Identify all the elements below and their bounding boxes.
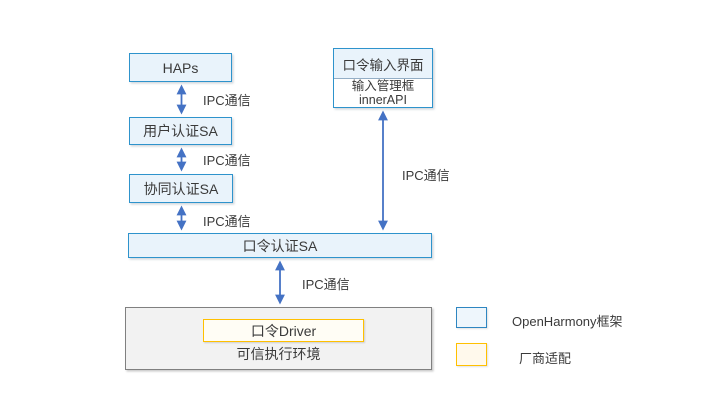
node-pin-auth-sa-label: 口令认证SA bbox=[242, 237, 318, 254]
node-tee-label: 可信执行环境 bbox=[236, 346, 321, 362]
ipc-label-haps-userauth: IPC通信 bbox=[203, 93, 251, 108]
node-pin-input-ui-label: 口令输入界面 bbox=[342, 57, 424, 73]
node-tee: 口令Driver 可信执行环境 bbox=[125, 307, 432, 370]
node-user-auth-sa-label: 用户认证SA bbox=[143, 123, 218, 139]
legend-label-openharmony: OpenHarmony框架 bbox=[512, 314, 623, 329]
legend-label-vendor: 厂商适配 bbox=[519, 351, 572, 366]
node-co-auth-sa: 协同认证SA bbox=[129, 174, 233, 203]
ipc-label-inputmgr-pinauth: IPC通信 bbox=[402, 168, 450, 183]
ipc-label-userauth-coauth: IPC通信 bbox=[203, 153, 251, 168]
node-input-manager-line2: innerAPI bbox=[359, 93, 407, 107]
node-co-auth-sa-label: 协同认证SA bbox=[143, 180, 219, 197]
legend-swatch-openharmony bbox=[456, 307, 487, 328]
legend-swatch-vendor bbox=[456, 343, 487, 366]
node-haps-label: HAPs bbox=[162, 59, 199, 76]
node-pin-driver-label: 口令Driver bbox=[250, 322, 317, 339]
node-input-manager-line1: 输入管理框 bbox=[351, 79, 415, 93]
node-pin-input-group: 口令输入界面 输入管理框 innerAPI bbox=[333, 48, 433, 108]
node-user-auth-sa: 用户认证SA bbox=[129, 117, 232, 145]
node-pin-driver: 口令Driver bbox=[203, 319, 364, 342]
node-input-manager: 输入管理框 innerAPI bbox=[334, 79, 432, 107]
node-haps: HAPs bbox=[129, 53, 232, 82]
ipc-label-pinauth-tee: IPC通信 bbox=[302, 277, 350, 292]
node-pin-input-ui: 口令输入界面 bbox=[334, 49, 432, 79]
ipc-label-coauth-pinauth: IPC通信 bbox=[203, 214, 251, 229]
node-pin-auth-sa: 口令认证SA bbox=[128, 233, 432, 258]
